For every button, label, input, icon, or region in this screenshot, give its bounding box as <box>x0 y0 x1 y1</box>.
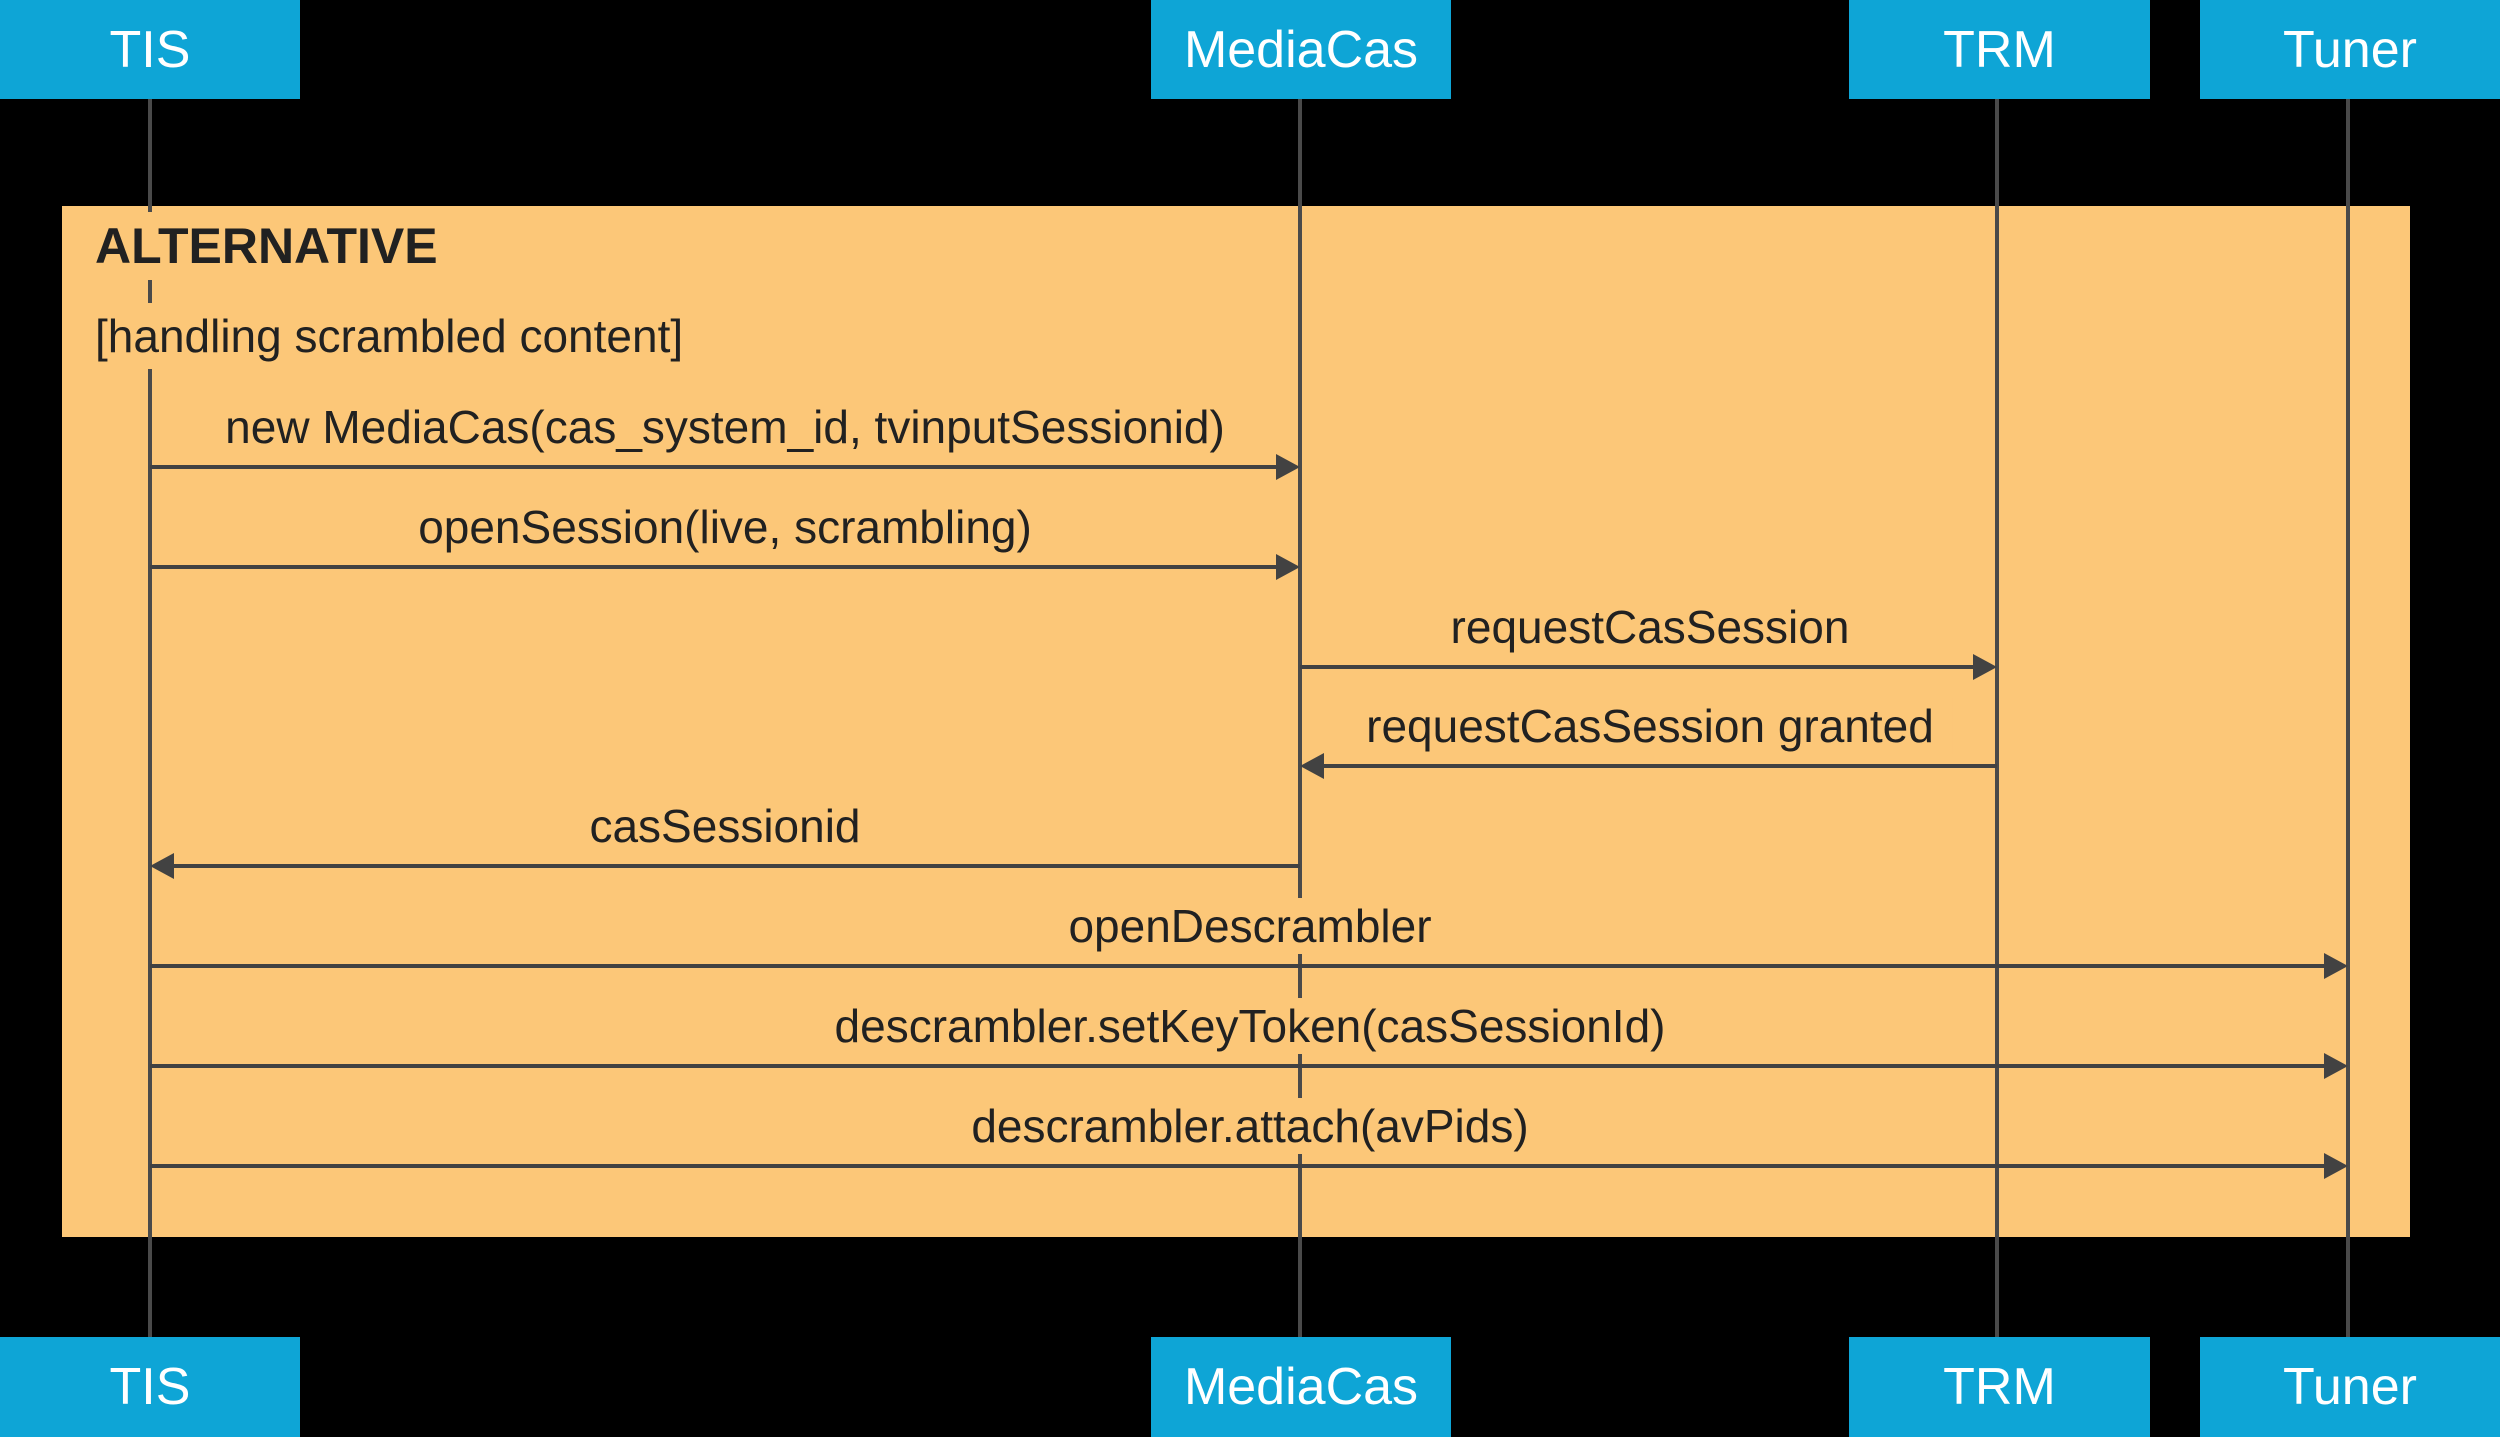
actor-box-trm-top: TRM <box>1849 0 2150 99</box>
arrowhead-right-icon <box>2324 953 2348 979</box>
actor-label: Tuner <box>2283 20 2417 79</box>
fragment-label: ALTERNATIVE <box>95 212 456 280</box>
arrowhead-right-icon <box>2324 1153 2348 1179</box>
message-line-setkeytoken <box>150 1064 2326 1068</box>
lifeline-tis <box>148 99 152 1337</box>
arrowhead-left-icon <box>150 853 174 879</box>
message-line-requestcassession-granted <box>1322 764 1997 768</box>
message-label-attach: descrambler.attach(avPids) <box>953 1098 1547 1154</box>
actor-label: TRM <box>1943 20 2056 79</box>
message-line-new-mediacas <box>150 465 1278 469</box>
message-label-cassessionid: casSessionid <box>571 798 879 854</box>
arrowhead-left-icon <box>1300 753 1324 779</box>
message-line-opendescrambler <box>150 964 2326 968</box>
message-label-new-mediacas: new MediaCas(cas_system_id, tvinputSessi… <box>207 399 1243 455</box>
actor-label: TIS <box>109 20 191 79</box>
actor-label: TRM <box>1943 1358 2056 1416</box>
message-label-setkeytoken: descrambler.setKeyToken(casSessionId) <box>816 998 1684 1054</box>
message-line-attach <box>150 1164 2326 1168</box>
lifeline-tuner <box>2346 99 2350 1337</box>
actor-label: TIS <box>109 1358 191 1416</box>
arrowhead-right-icon <box>1973 654 1997 680</box>
actor-label: MediaCas <box>1183 1358 1419 1416</box>
message-label-requestcassession-granted: requestCasSession granted <box>1348 698 1952 754</box>
actor-box-tis-top: TIS <box>0 0 300 99</box>
actor-box-tuner-bottom: Tuner <box>2200 1337 2500 1437</box>
actor-box-tuner-top: Tuner <box>2200 0 2500 99</box>
message-line-cassessionid <box>172 864 1300 868</box>
actor-box-mediacas-bottom: MediaCas <box>1151 1337 1451 1437</box>
message-label-opendescrambler: openDescrambler <box>1050 898 1450 954</box>
arrowhead-right-icon <box>2324 1053 2348 1079</box>
message-label-opensession: openSession(live, scrambling) <box>400 499 1050 555</box>
actor-box-mediacas-top: MediaCas <box>1151 0 1451 99</box>
actor-box-tis-bottom: TIS <box>0 1337 300 1437</box>
actor-label: Tuner <box>2283 1358 2417 1416</box>
lifeline-mediacas <box>1298 99 1302 1337</box>
actor-box-trm-bottom: TRM <box>1849 1337 2150 1437</box>
actor-label: MediaCas <box>1183 20 1419 79</box>
fragment-condition: [handling scrambled content] <box>95 303 702 369</box>
arrowhead-right-icon <box>1276 454 1300 480</box>
message-label-requestcassession: requestCasSession <box>1432 599 1868 655</box>
message-line-opensession <box>150 565 1278 569</box>
message-line-requestcassession <box>1300 665 1975 669</box>
lifeline-trm <box>1995 99 1999 1337</box>
arrowhead-right-icon <box>1276 554 1300 580</box>
